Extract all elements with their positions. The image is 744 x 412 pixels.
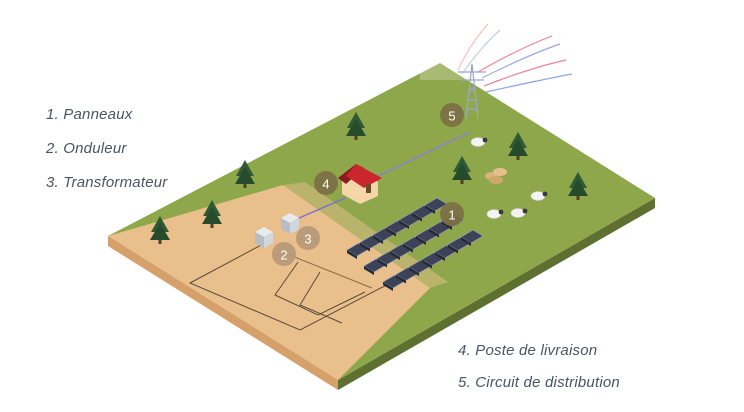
power-lines [420, 10, 600, 93]
building-door [366, 184, 371, 193]
solar-panel [460, 229, 484, 246]
cable-to-panels [281, 251, 373, 289]
cable-inner-1 [274, 261, 366, 316]
legend-item-delivery-station: 4. Poste de livraison [458, 342, 598, 359]
tree [202, 200, 222, 228]
marker-3: 3 [296, 226, 320, 250]
ground-side-left [108, 236, 338, 390]
cable-inner-2 [299, 271, 343, 324]
marker-5: 5 [440, 103, 464, 127]
marker-label: 4 [322, 177, 329, 192]
tree [568, 172, 588, 200]
marker-4: 4 [314, 171, 338, 195]
sand-area [108, 185, 430, 380]
tree [346, 112, 366, 140]
marker-2: 2 [272, 242, 296, 266]
sheep [510, 208, 528, 218]
power-pylon [458, 63, 486, 119]
cable-layout [188, 131, 471, 331]
equipment-boxes [255, 213, 299, 248]
sheep [470, 137, 488, 147]
ground [108, 63, 655, 390]
cable-to-pylon [369, 131, 471, 181]
tree [150, 216, 170, 244]
sand-transition [283, 182, 448, 288]
marker-label: 2 [280, 248, 287, 263]
sheep-flock [470, 137, 548, 219]
tree [452, 156, 472, 184]
delivery-station-building [338, 164, 382, 204]
solar-panel-array [346, 197, 484, 291]
building-roof-right [346, 164, 382, 188]
transformer-box [281, 213, 299, 234]
sheep [486, 209, 504, 219]
sheep [530, 191, 548, 201]
cable-to-delivery [289, 197, 346, 223]
tree [508, 132, 528, 160]
marker-label: 3 [304, 232, 311, 247]
marker-label: 1 [448, 208, 455, 223]
inverter-box [255, 227, 273, 248]
legend-item-inverter: 2. Onduleur [46, 140, 127, 157]
legend-item-distribution-circuit: 5. Circuit de distribution [458, 374, 620, 391]
marker-1: 1 [440, 202, 464, 226]
tree [235, 160, 255, 188]
legend-item-panels: 1. Panneaux [46, 106, 133, 123]
cable-outer [188, 242, 401, 331]
numbered-markers: 1 2 3 4 5 [272, 103, 464, 266]
trees [150, 112, 588, 244]
hay-bales [485, 168, 507, 184]
ground-side-right [338, 198, 655, 390]
marker-label: 5 [448, 109, 455, 124]
legend-item-transformer: 3. Transformateur [46, 174, 168, 191]
